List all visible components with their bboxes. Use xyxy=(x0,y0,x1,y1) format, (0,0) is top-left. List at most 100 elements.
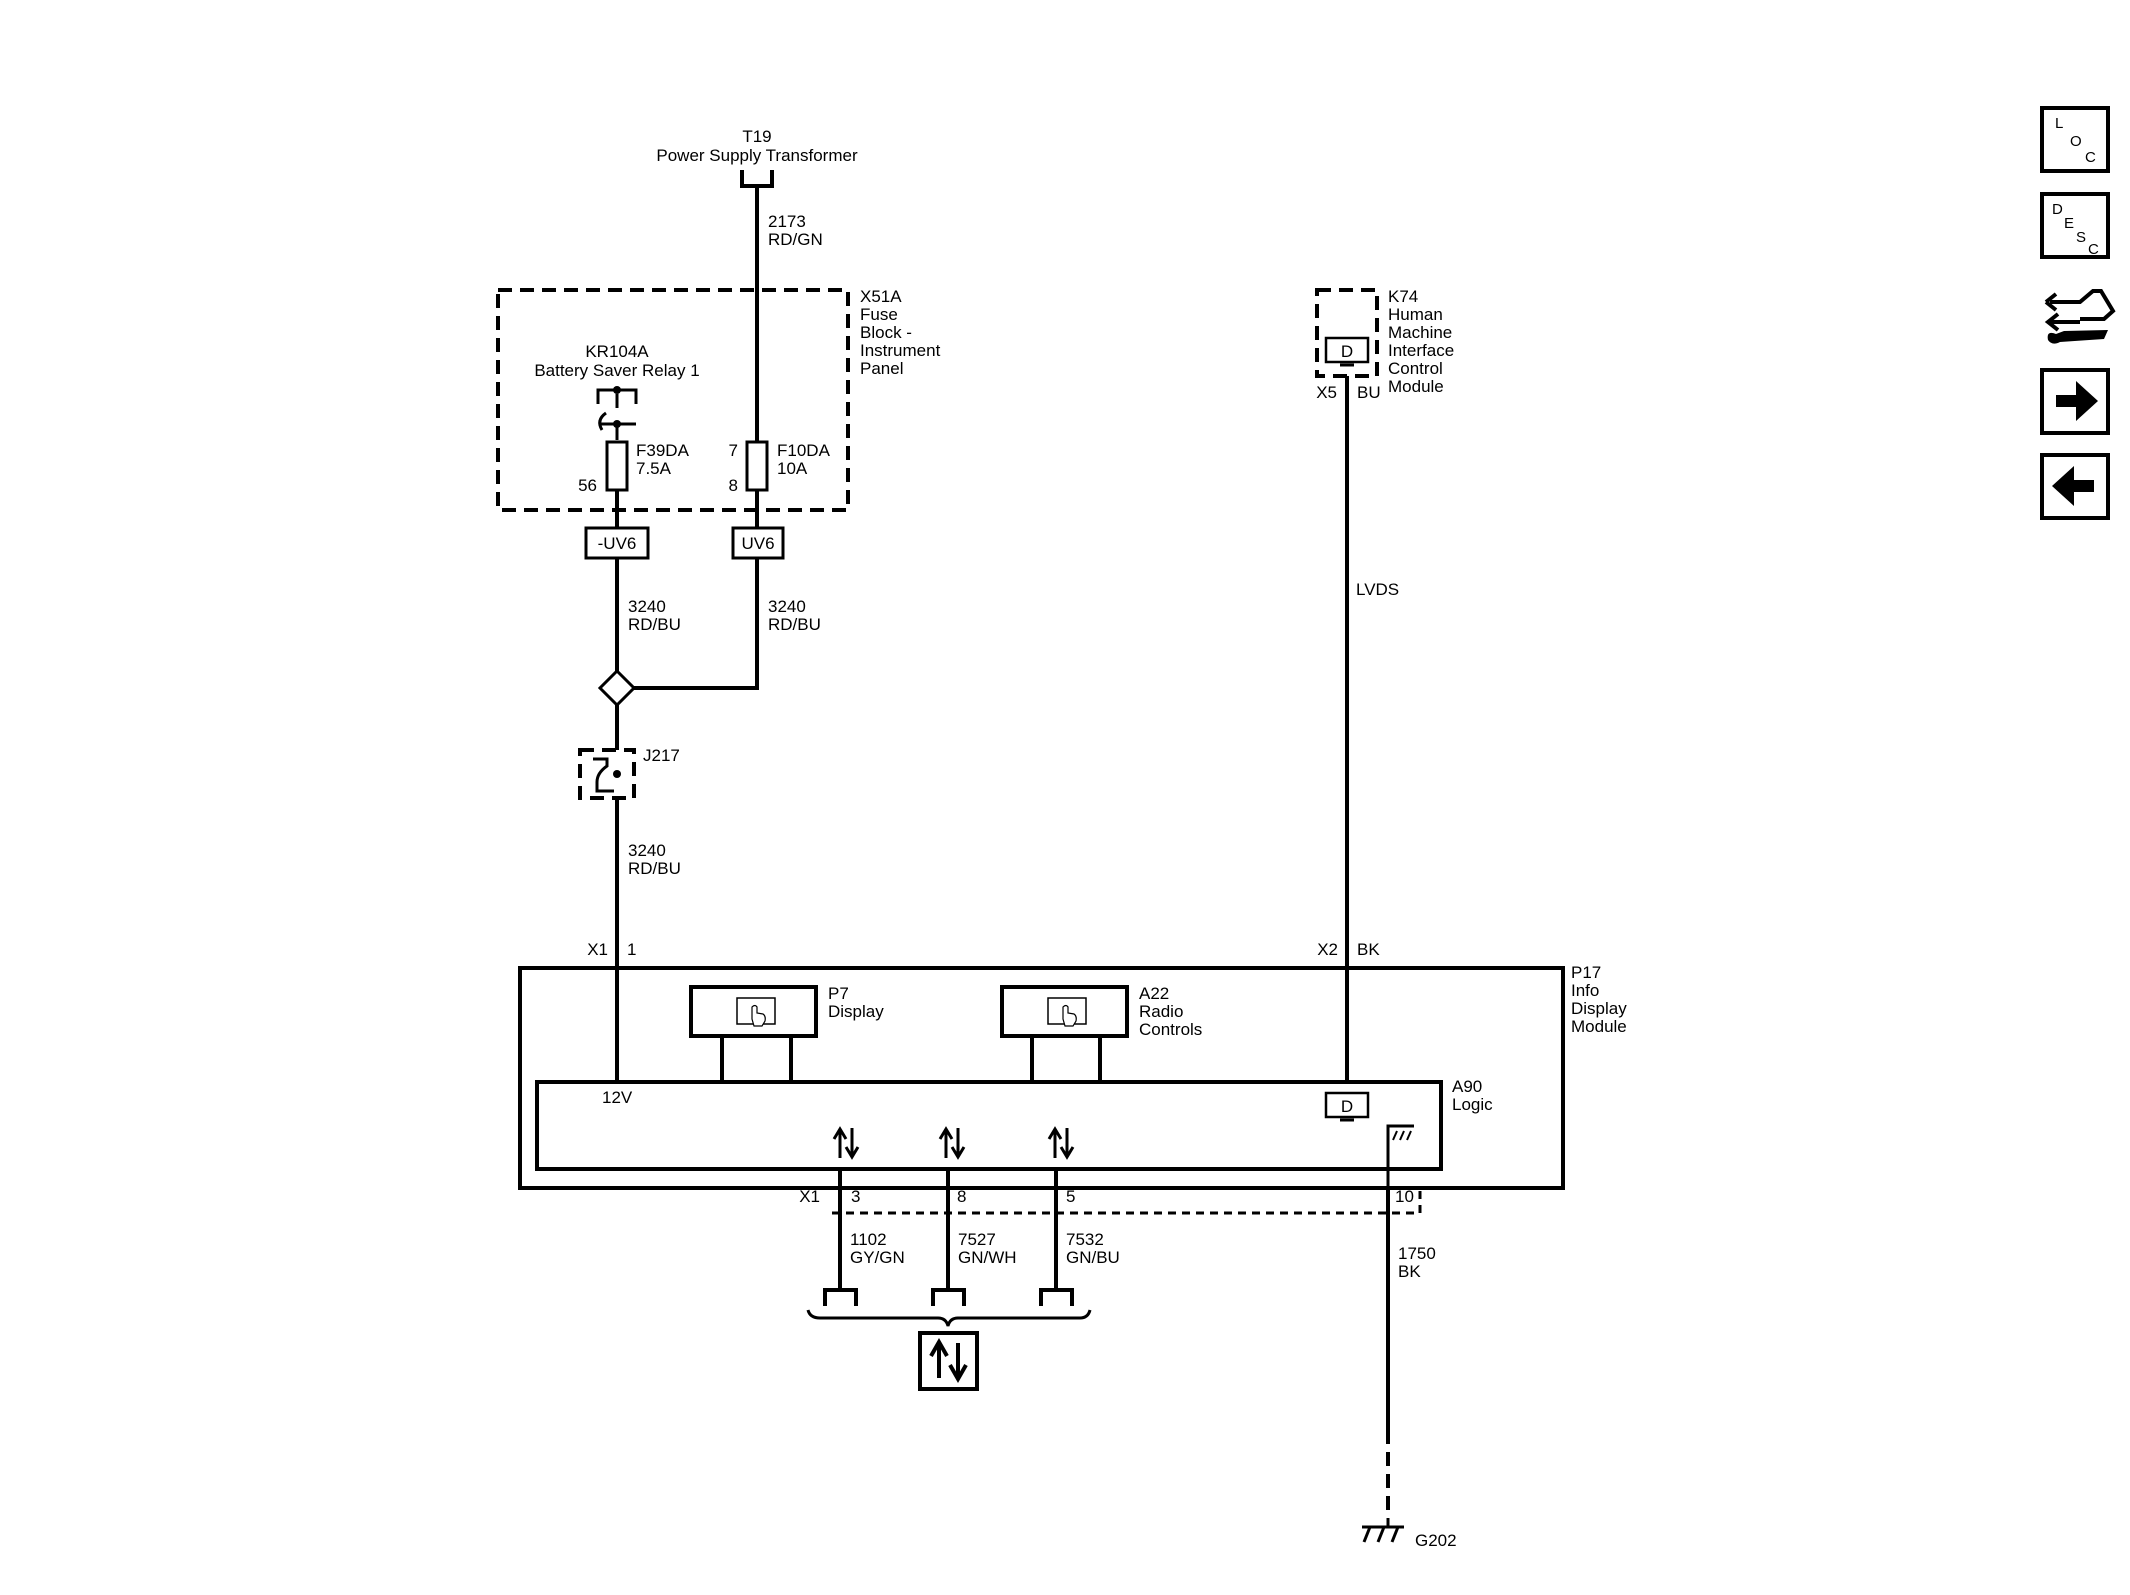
previous-arrow-icon xyxy=(2052,466,2094,506)
a90-logic-box xyxy=(535,1080,1443,1171)
x51a-fuse-block: X51A Fuse Block - Instrument Panel KR104… xyxy=(496,287,941,512)
a90-display-letter: D xyxy=(1341,1097,1353,1116)
wire-7527-connector-end xyxy=(931,1288,966,1306)
wire-7527-color: GN/WH xyxy=(958,1248,1017,1267)
x1-pin-5: 5 xyxy=(1066,1187,1075,1206)
desc-button[interactable]: D E S C xyxy=(2040,192,2110,259)
wire-2173-circuit: 2173 xyxy=(768,212,806,231)
desc-letter-4: C xyxy=(2088,241,2099,258)
wire-7532-circuit: 7532 xyxy=(1066,1230,1104,1249)
serial-data-arrows-icon xyxy=(832,1126,860,1160)
a90-id: A90 xyxy=(1452,1077,1482,1096)
x51a-line3: Instrument xyxy=(860,341,941,360)
loc-letter-3: C xyxy=(2085,149,2096,166)
t19-power-supply-transformer: T19 Power Supply Transformer xyxy=(656,127,858,188)
p17-info-display-module: P17 Info Display Module P7 Display A22 R… xyxy=(518,963,1627,1190)
f39da-pin-56: 56 xyxy=(578,476,597,495)
next-arrow-button[interactable] xyxy=(2040,368,2110,435)
x1-bottom-connector-outline xyxy=(832,1190,1422,1215)
wire-7532-connector-end xyxy=(1039,1288,1074,1306)
x1-bottom-name: X1 xyxy=(799,1187,820,1206)
wire-3240c-circuit: 3240 xyxy=(628,841,666,860)
touch-screen-icon xyxy=(1047,997,1087,1027)
serial-data-bus-icon[interactable] xyxy=(918,1331,979,1391)
a22-id: A22 xyxy=(1139,984,1169,1003)
f39da-rating: 7.5A xyxy=(636,459,672,478)
a90-supply-label: 12V xyxy=(602,1088,633,1107)
touch-screen-icon xyxy=(736,997,776,1027)
x51a-id: X51A xyxy=(860,287,902,306)
f39da-id: F39DA xyxy=(636,441,690,460)
wire-1750-circuit: 1750 xyxy=(1398,1244,1436,1263)
f10da-pin-7: 7 xyxy=(729,441,738,460)
option-uv6: UV6 xyxy=(731,526,785,560)
x2-top-name: X2 xyxy=(1317,940,1338,959)
fuse-f39da xyxy=(605,440,629,492)
k74-line1: Human xyxy=(1388,305,1443,324)
k74-connector: X5 xyxy=(1316,383,1337,402)
wire-1750-color: BK xyxy=(1398,1262,1421,1281)
relay-contact-symbol xyxy=(596,386,638,440)
next-arrow-icon xyxy=(2056,381,2098,421)
wire-7527-circuit: 7527 xyxy=(958,1230,996,1249)
option-uv6-neg: -UV6 xyxy=(584,526,650,560)
k74-line4: Control xyxy=(1388,359,1443,378)
desc-letter-1: D xyxy=(2052,201,2063,218)
a22-line2: Controls xyxy=(1139,1020,1202,1039)
f10da-pin-8: 8 xyxy=(729,476,738,495)
wire-lvds-label: LVDS xyxy=(1356,580,1399,599)
option-uv6-label: UV6 xyxy=(741,534,774,553)
p7-id: P7 xyxy=(828,984,849,1003)
p7-name: Display xyxy=(828,1002,884,1021)
serial-data-arrows-icon xyxy=(938,1126,966,1160)
chassis-ground-icon xyxy=(1386,1124,1414,1190)
p17-line1: Info xyxy=(1571,981,1599,1000)
k74-hmi-control-module: D K74 Human Machine Interface Control Mo… xyxy=(1315,287,1454,402)
wire-3240-right xyxy=(634,558,759,690)
wire-3240a-color: RD/BU xyxy=(628,615,681,634)
wire-1102-circuit: 1102 xyxy=(850,1230,887,1249)
a22-line1: Radio xyxy=(1139,1002,1183,1021)
p17-outline xyxy=(518,966,1565,1190)
g202-label: G202 xyxy=(1415,1531,1457,1550)
wire-1102-connector-end xyxy=(823,1288,858,1306)
k74-line5: Module xyxy=(1388,377,1444,396)
g202-ground-icon xyxy=(1362,1518,1404,1543)
loc-button[interactable]: L O C xyxy=(2040,106,2110,173)
desc-letter-3: S xyxy=(2076,229,2086,246)
k74-display-letter: D xyxy=(1341,342,1353,361)
p17-line2: Display xyxy=(1571,999,1627,1018)
f10da-id: F10DA xyxy=(777,441,831,460)
splice-diamond xyxy=(597,668,637,708)
t19-name: Power Supply Transformer xyxy=(656,146,858,165)
kr104a-name: Battery Saver Relay 1 xyxy=(534,361,699,380)
t19-connector-symbol xyxy=(740,170,774,188)
kr104a-id: KR104A xyxy=(585,342,649,361)
a22-radio-controls-box xyxy=(1000,985,1129,1038)
j217-symbol: J217 xyxy=(578,746,680,800)
x1-pin-10: 10 xyxy=(1395,1187,1414,1206)
t19-id: T19 xyxy=(742,127,771,146)
x51a-line2: Block - xyxy=(860,323,912,342)
x51a-line1: Fuse xyxy=(860,305,898,324)
wire-3240b-color: RD/BU xyxy=(768,615,821,634)
desc-letter-2: E xyxy=(2064,215,2074,232)
x1-pin-3: 3 xyxy=(851,1187,860,1206)
wire-3240c-color: RD/BU xyxy=(628,859,681,878)
p17-id: P17 xyxy=(1571,963,1601,982)
wire-3240b-circuit: 3240 xyxy=(768,597,806,616)
x1-top-pin: 1 xyxy=(627,940,636,959)
a90-name: Logic xyxy=(1452,1095,1493,1114)
x1-top-name: X1 xyxy=(587,940,608,959)
f10da-rating: 10A xyxy=(777,459,808,478)
x1-pin-8: 8 xyxy=(957,1187,966,1206)
x2-top-pin: BK xyxy=(1357,940,1380,959)
k74-wire-color: BU xyxy=(1357,383,1381,402)
k74-line3: Interface xyxy=(1388,341,1454,360)
connector-end-view-icon[interactable] xyxy=(2044,289,2116,344)
wire-7532-color: GN/BU xyxy=(1066,1248,1120,1267)
loc-letter-2: O xyxy=(2070,133,2082,150)
previous-arrow-button[interactable] xyxy=(2040,453,2110,520)
serial-data-arrows-icon xyxy=(1047,1126,1075,1160)
